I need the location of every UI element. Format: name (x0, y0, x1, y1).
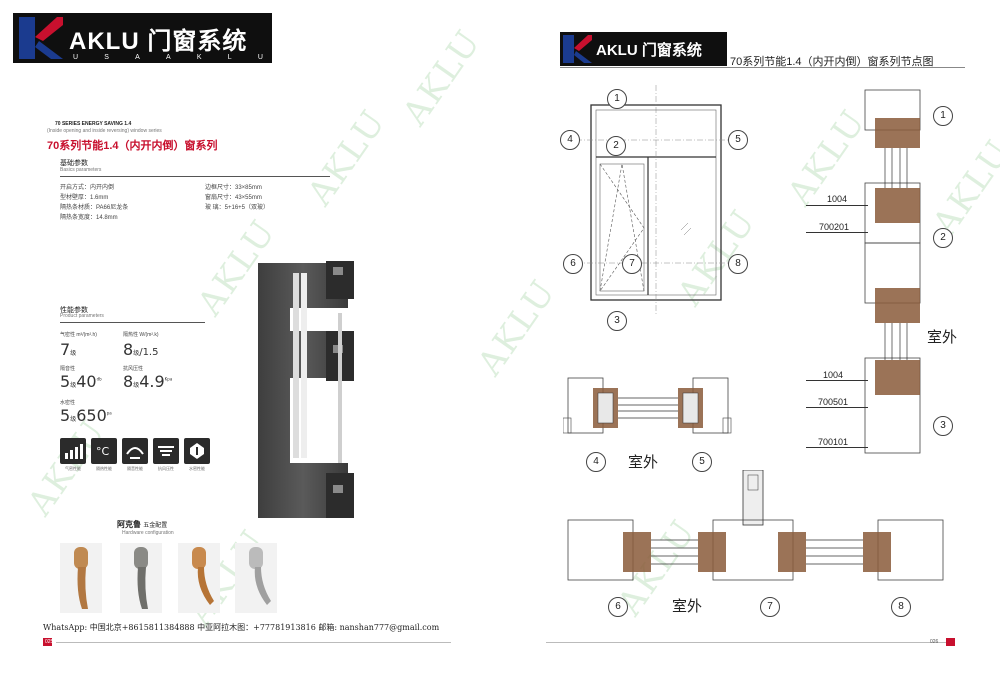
logo-mark-icon (19, 17, 63, 59)
callout-1: 1 (933, 106, 953, 126)
water-icon (184, 438, 210, 464)
profile-code: 700201 (819, 222, 850, 232)
page-number: 025 (45, 639, 54, 645)
param-label: 隔音性 (60, 366, 76, 372)
callout-6: 6 (563, 254, 583, 274)
watermark: AKLU (925, 132, 1000, 243)
param-label: 气密性 m³/(m².h) (60, 332, 97, 338)
callout-8: 8 (728, 254, 748, 274)
profile-code: 1004 (827, 194, 848, 204)
handle-gold (60, 543, 102, 613)
section-4-5-drawing (563, 377, 732, 434)
divider (60, 322, 205, 323)
footer-line (546, 642, 946, 643)
wind-icon (153, 438, 179, 464)
callout-2: 2 (606, 136, 626, 156)
callout-2: 2 (933, 228, 953, 248)
page-title: 70系列节能1.4（内开内倒）窗系列节点图 (730, 56, 934, 68)
param-label: 水密性 (60, 400, 76, 406)
profile-code: 700101 (818, 437, 849, 447)
page-number-marker (946, 638, 955, 646)
hardware-subtitle: Hardware configuration (122, 530, 174, 536)
param-value: 5级40db (60, 372, 102, 391)
handle-bronze (178, 543, 220, 613)
outdoor-label: 室外 (628, 454, 659, 471)
handle-gray (120, 543, 162, 613)
callout-3: 3 (933, 416, 953, 436)
param-label: 隔热性 W/(m².k) (123, 332, 159, 338)
leader-line (806, 380, 868, 381)
profile-code: 1004 (823, 370, 844, 380)
thermal-icon: °C (91, 438, 117, 464)
sound-icon (122, 438, 148, 464)
callout-3: 3 (607, 311, 627, 331)
product-title: 性能参数 (60, 307, 88, 314)
leader-line (806, 407, 868, 408)
basic-title: 基础参数 (60, 160, 88, 167)
watermark: AKLU (395, 22, 490, 133)
callout-4: 4 (560, 130, 580, 150)
hardware-title: 阿克鲁 五金配置 (117, 520, 168, 529)
callout-7: 7 (622, 254, 642, 274)
brand-name: AKLU 门窗系统 (596, 41, 702, 59)
page-number-marker (43, 638, 52, 646)
page-number: 026 (930, 639, 939, 645)
brand-name: AKLU 门窗系统 (69, 27, 248, 55)
svg-text:°C: °C (96, 445, 110, 458)
series-en-sub: (Inside opening and inside reversing) wi… (47, 128, 162, 134)
vertical-section-drawing (864, 89, 921, 454)
icon-label: 水密性能 (189, 466, 205, 471)
param-label: 抗风压性 (123, 366, 144, 372)
brand-logo: AKLU 门窗系统 (560, 32, 727, 66)
divider (60, 176, 330, 177)
header-line (560, 67, 965, 68)
window-profile-image (258, 261, 354, 518)
callout-6: 6 (608, 597, 628, 617)
leader-line (806, 205, 868, 206)
series-en: 70 SERIES ENERGY SAVING 1.4 (55, 121, 132, 127)
series-title: 70系列节能1.4（内开内倒）窗系列 (47, 140, 218, 152)
param-value: 7级 (60, 340, 77, 359)
outdoor-label: 室外 (927, 329, 958, 346)
param-value: 5级650pa (60, 406, 112, 425)
basic-subtitle: Basics parameters (60, 167, 102, 173)
callout-8: 8 (891, 597, 911, 617)
icon-label: 气密性能 (65, 466, 81, 471)
handle-silver (235, 543, 277, 613)
callout-5: 5 (728, 130, 748, 150)
product-subtitle: Product parameters (60, 313, 104, 319)
window-elevation-drawing (576, 85, 736, 315)
footer-line (56, 642, 451, 643)
logo-mark-icon (563, 35, 592, 63)
param-value: 8级4.9Kpa (123, 372, 173, 391)
icon-label: 抗风压性 (158, 466, 174, 471)
param-value: 8级/1.5 (123, 340, 159, 359)
airtight-icon (60, 438, 86, 464)
outdoor-label: 室外 (672, 598, 703, 615)
watermark: AKLU (300, 102, 395, 213)
callout-5: 5 (692, 452, 712, 472)
profile-code: 700501 (818, 397, 849, 407)
contact-line: WhatsApp: 中国北京+8615811384888 中亚阿拉木图：+777… (43, 623, 440, 632)
leader-line (806, 232, 868, 233)
icon-label: 隔音性能 (127, 466, 143, 471)
callout-7: 7 (760, 597, 780, 617)
callout-1: 1 (607, 89, 627, 109)
icon-label: 隔热性能 (96, 466, 112, 471)
watermark: AKLU (470, 272, 565, 383)
leader-line (806, 447, 868, 448)
callout-4: 4 (586, 452, 606, 472)
section-6-7-8-drawing (567, 470, 944, 581)
